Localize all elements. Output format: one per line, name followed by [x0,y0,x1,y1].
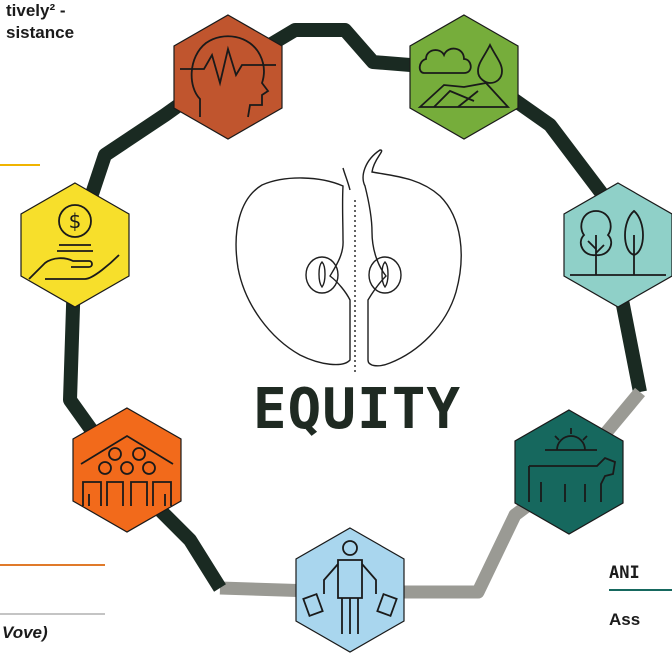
lungs-icon [235,149,462,372]
people-house-icon [80,434,174,506]
hexagon-community [72,407,182,533]
center-title: EQUITY [253,377,461,442]
node-environment [409,14,519,140]
money-hand-icon: $ [28,204,120,280]
cow-sun-icon [528,428,617,502]
fragment-bottom-right-heading: ANI [609,563,640,583]
hexagon-plants [563,182,672,308]
node-community [72,407,182,533]
fragment-bottom-left: Vove) [2,623,48,642]
trees-icon [570,209,666,276]
hexagon-animal-health [514,409,624,535]
svg-text:$: $ [69,209,82,233]
node-plants [563,182,672,308]
head-heartbeat-icon [180,35,276,118]
fragment-top-left-line1: tively² - [6,1,66,20]
node-economics: $ [20,182,130,308]
fragment-top-left-line2: sistance [6,23,75,42]
hexagon-human-health [173,14,283,140]
node-human-health [173,14,283,140]
node-animal-health [514,409,624,535]
hexagon-worker [295,527,405,653]
fragment-bottom-right-text: Ass [609,610,641,629]
cloud-water-land-icon [417,42,511,108]
hexagon-environment [409,14,519,140]
worker-tools-icon [302,540,398,634]
node-worker [295,527,405,653]
